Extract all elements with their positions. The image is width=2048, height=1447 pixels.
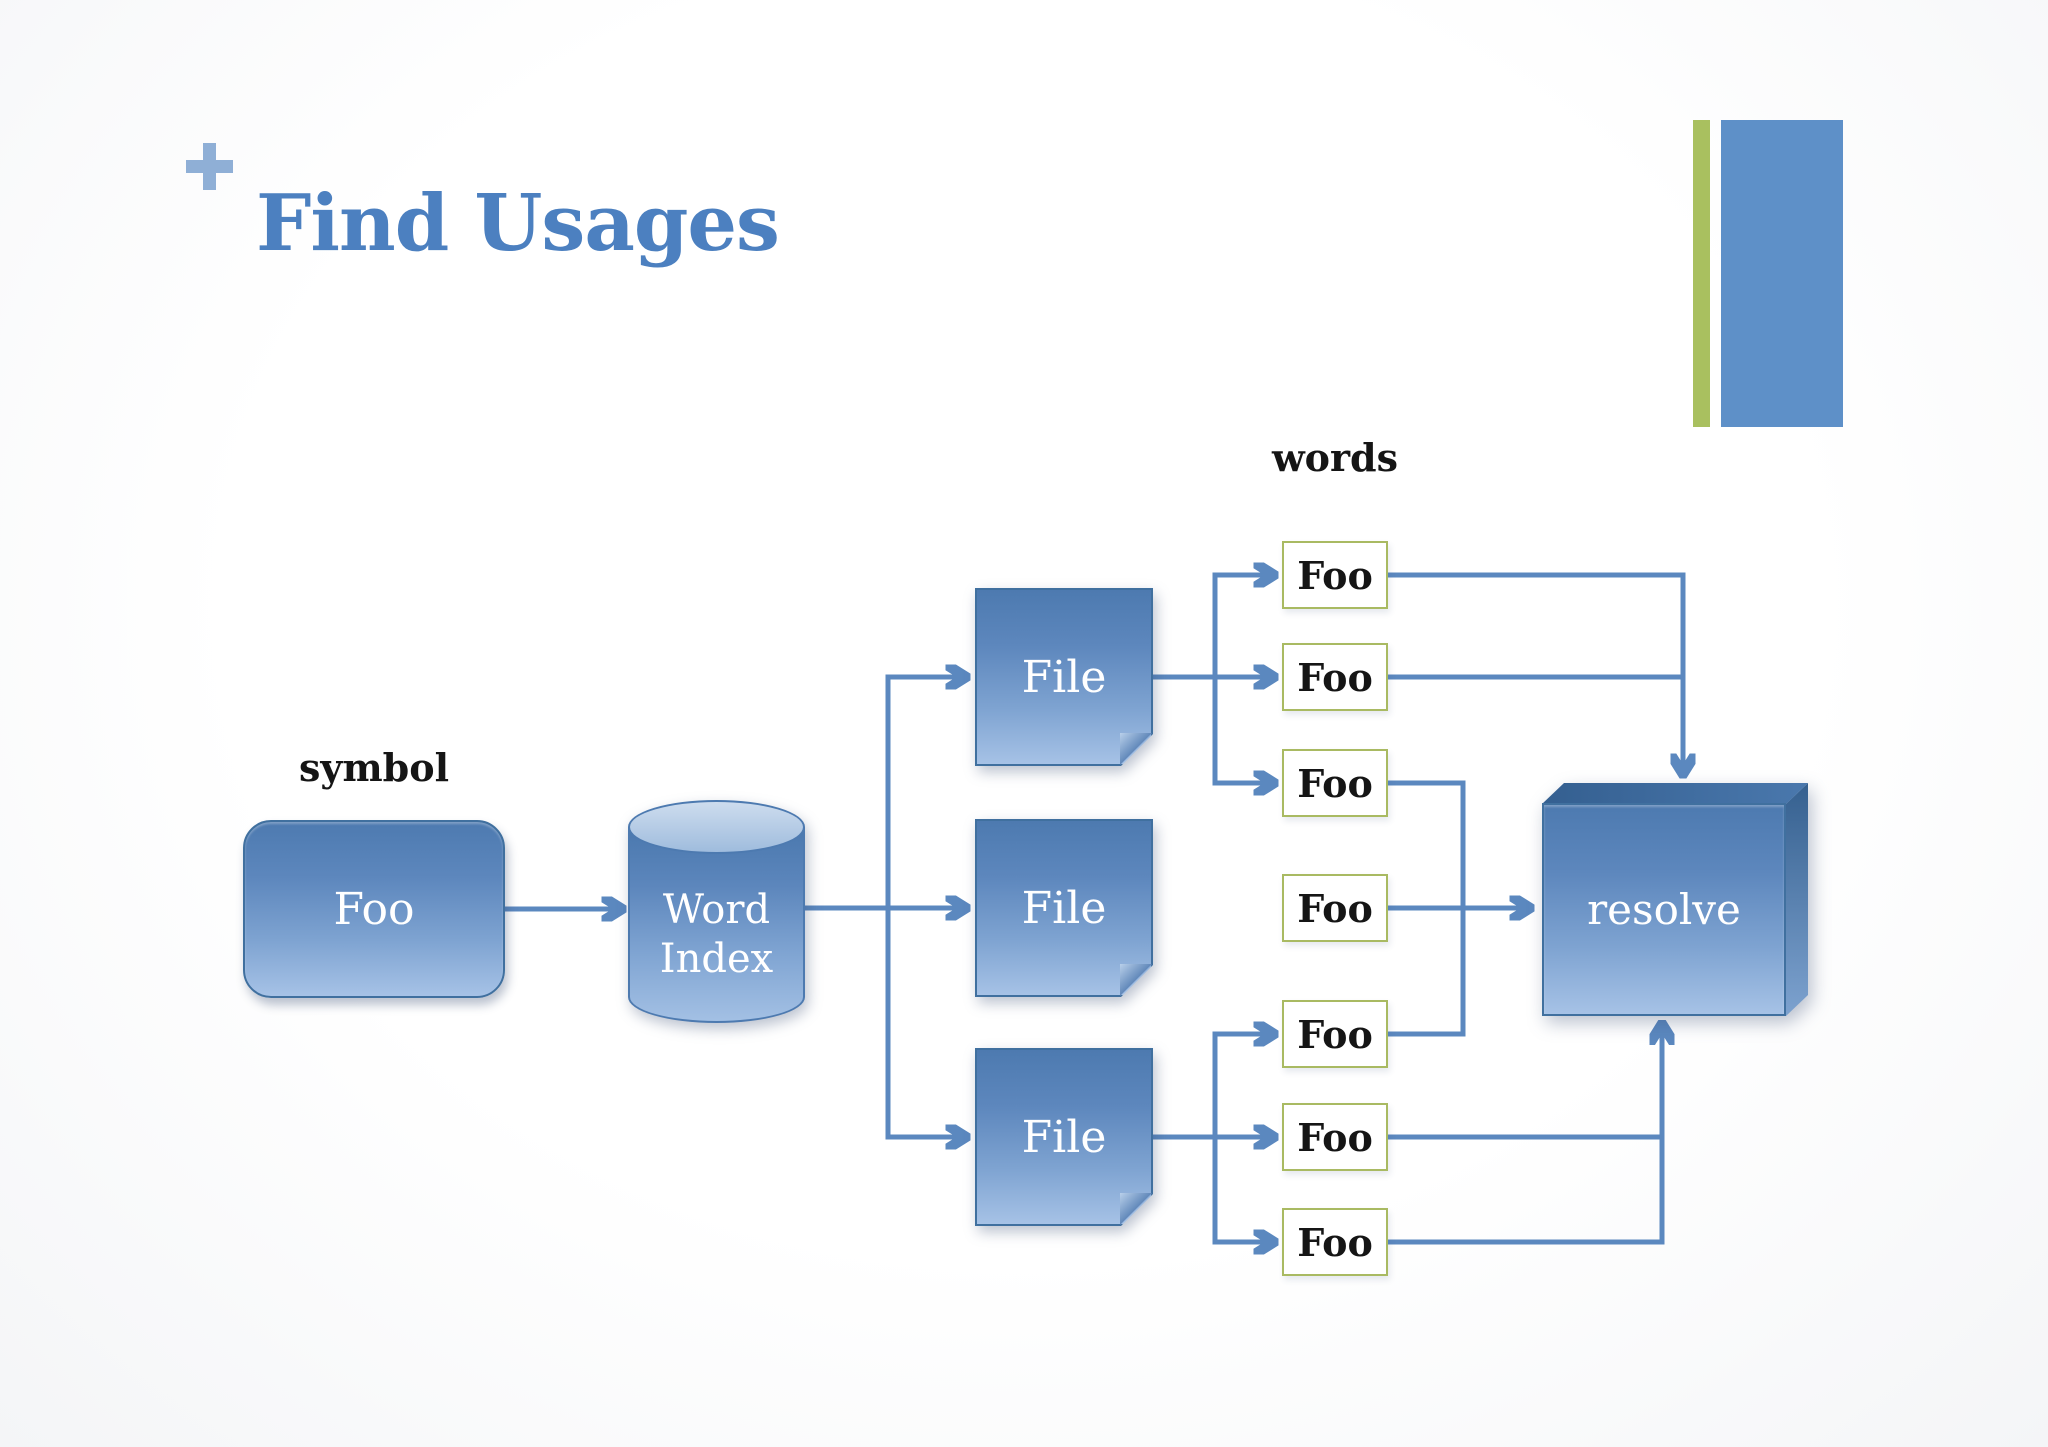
word-index-cylinder-top	[628, 800, 805, 854]
accent-bar-blue	[1721, 120, 1843, 427]
word-foo-box-2: Foo	[1282, 643, 1388, 711]
symbol-foo-node-label: Foo	[333, 883, 415, 935]
word-foo-box-5-label: Foo	[1297, 1011, 1373, 1057]
word-foo-box-7-label: Foo	[1297, 1219, 1373, 1265]
words-label: words	[1271, 435, 1399, 480]
file-node-1-label: File	[1021, 651, 1107, 703]
file-node-2-label: File	[1021, 882, 1107, 934]
word-foo-box-4: Foo	[1282, 874, 1388, 942]
word-index-node: Word Index	[628, 800, 805, 1023]
resolve-node-top-face	[1542, 783, 1808, 804]
word-foo-box-6: Foo	[1282, 1103, 1388, 1171]
resolve-node: resolve	[1542, 783, 1808, 1016]
word-foo-box-4-label: Foo	[1297, 885, 1373, 931]
file-node-2: File	[975, 819, 1153, 997]
file-node-3: File	[975, 1048, 1153, 1226]
file-node-1: File	[975, 588, 1153, 766]
word-foo-box-7: Foo	[1282, 1208, 1388, 1276]
word-foo-box-6-label: Foo	[1297, 1114, 1373, 1160]
word-foo-box-2-label: Foo	[1297, 654, 1373, 700]
word-foo-box-3: Foo	[1282, 749, 1388, 817]
word-index-node-label: Word Index	[659, 887, 774, 982]
symbol-foo-node: Foo	[243, 820, 505, 998]
word-foo-box-1: Foo	[1282, 541, 1388, 609]
resolve-node-side-face	[1786, 783, 1808, 1016]
plus-icon	[186, 143, 233, 190]
word-foo-box-3-label: Foo	[1297, 760, 1373, 806]
accent-bar-green	[1693, 120, 1710, 427]
resolve-node-front-face: resolve	[1542, 803, 1786, 1016]
file-node-3-label: File	[1021, 1111, 1107, 1163]
symbol-label: symbol	[298, 745, 450, 790]
slide-title: Find Usages	[256, 178, 780, 269]
folded-corner-icon	[1120, 1193, 1152, 1225]
word-foo-box-1-label: Foo	[1297, 552, 1373, 598]
word-index-cylinder-body: Word Index	[628, 827, 805, 1023]
resolve-node-label: resolve	[1587, 885, 1741, 934]
word-foo-box-5: Foo	[1282, 1000, 1388, 1068]
